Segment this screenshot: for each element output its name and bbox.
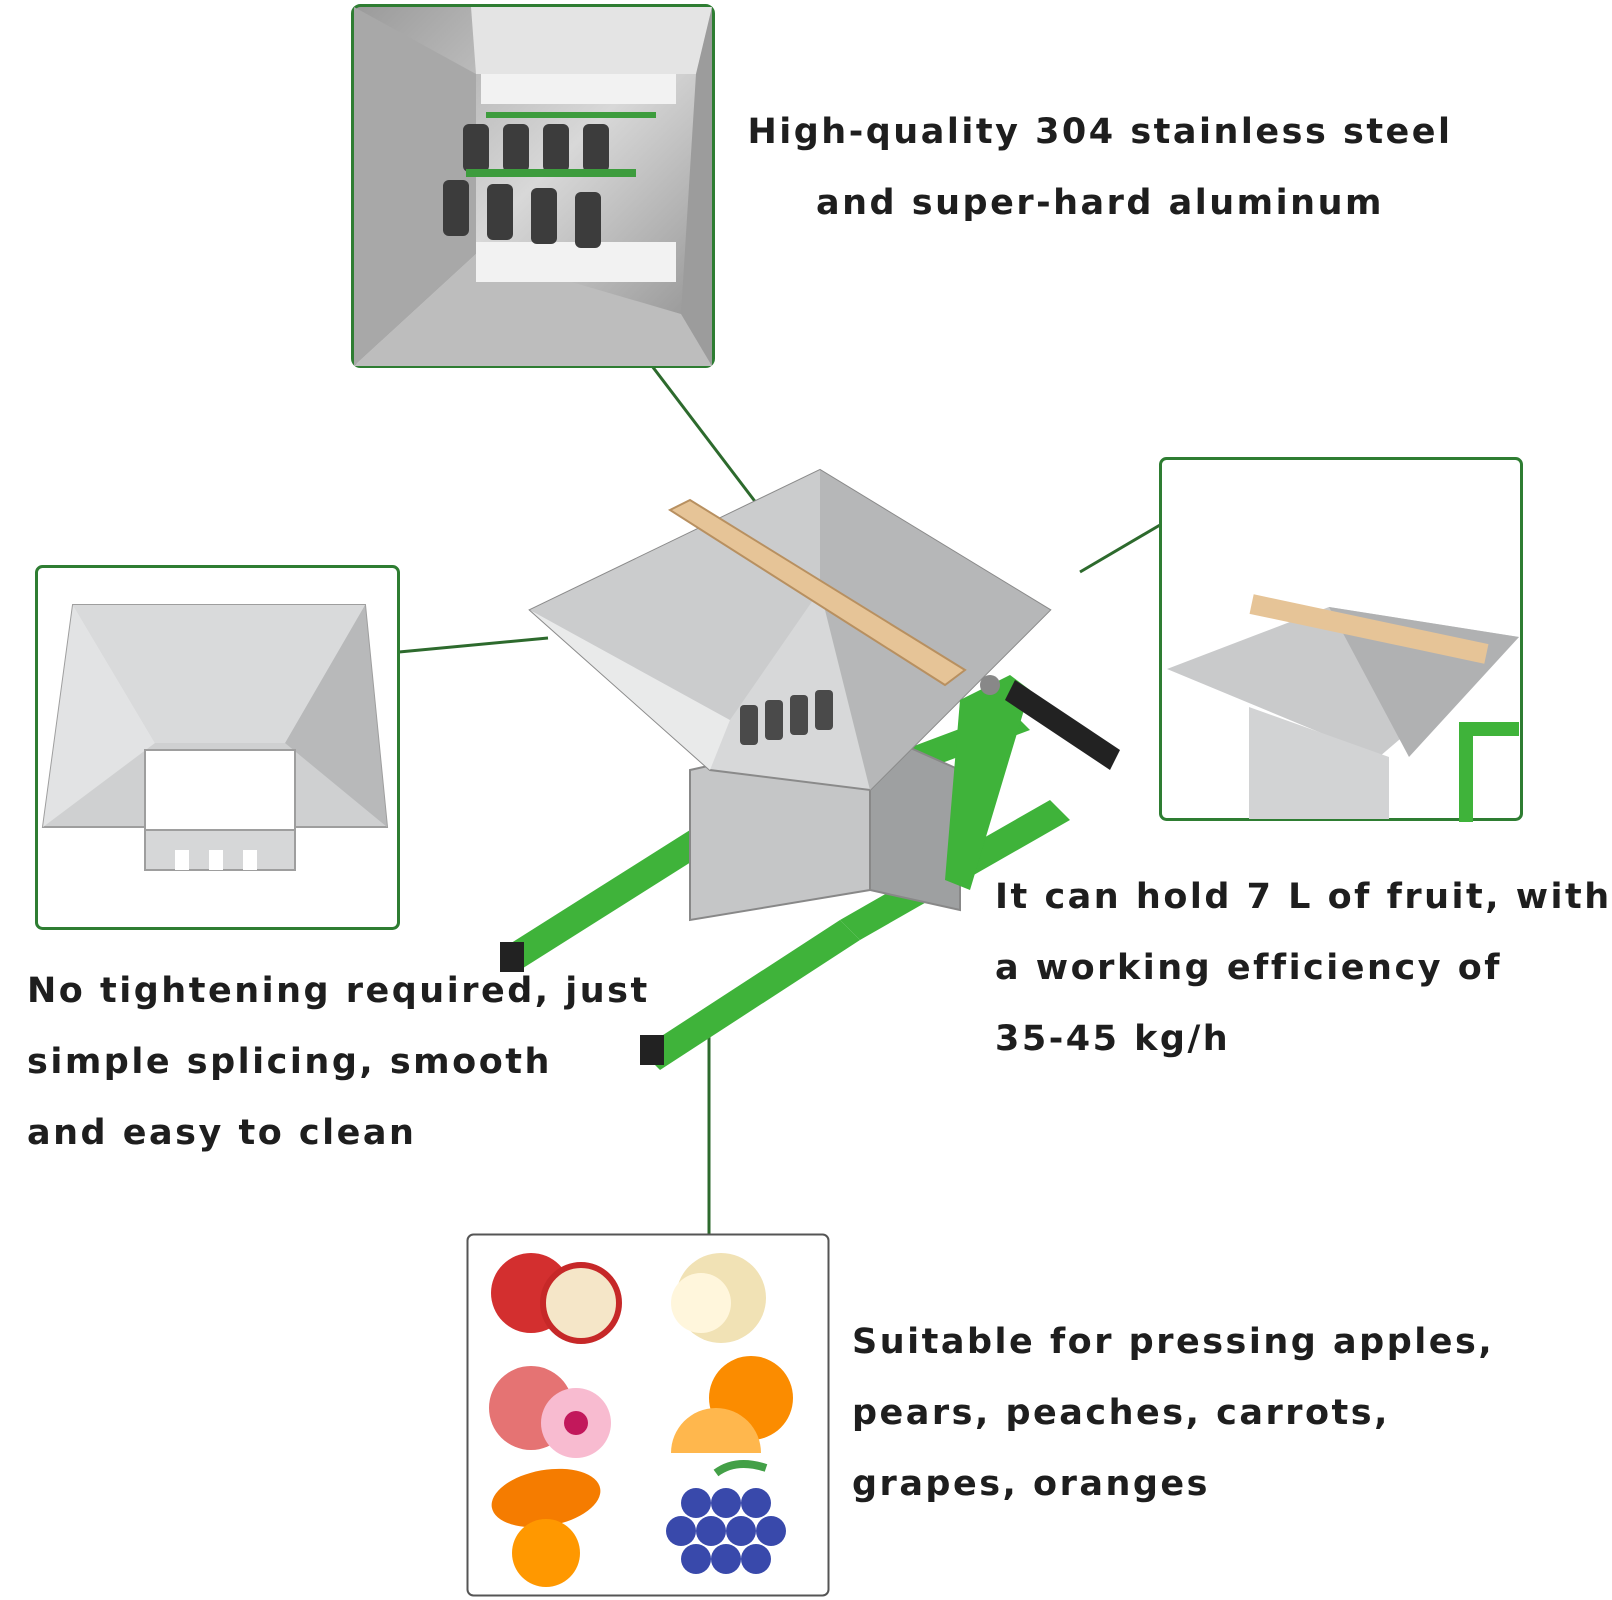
assembly-caption-line-3: and easy to clean xyxy=(27,1113,417,1153)
crusher-side-photo xyxy=(1159,457,1523,822)
material-caption-line-1: High-quality 304 stainless steel xyxy=(747,112,1453,152)
capacity-caption: It can hold 7 L of fruit, with a working… xyxy=(995,862,1612,1075)
fruits-caption-line-1: Suitable for pressing apples, xyxy=(852,1322,1495,1362)
fruits-caption-line-2: pears, peaches, carrots, xyxy=(852,1393,1390,1433)
fruit-crusher-product xyxy=(500,468,1120,1070)
capacity-caption-line-1: It can hold 7 L of fruit, with xyxy=(995,877,1612,917)
material-caption: High-quality 304 stainless steel and sup… xyxy=(700,97,1500,239)
capacity-caption-line-3: 35-45 kg/h xyxy=(995,1019,1231,1059)
assembly-caption: No tightening required, just simple spli… xyxy=(27,956,650,1169)
fruits-caption: Suitable for pressing apples, pears, pea… xyxy=(852,1307,1494,1520)
assembly-caption-line-2: simple splicing, smooth xyxy=(27,1042,552,1082)
fruits-caption-line-3: grapes, oranges xyxy=(852,1464,1211,1504)
assembly-caption-line-1: No tightening required, just xyxy=(27,971,650,1011)
crusher-rollers-photo xyxy=(351,4,715,368)
fruit-collage-photo xyxy=(466,1233,830,1597)
capacity-caption-line-2: a working efficiency of xyxy=(995,948,1502,988)
material-caption-line-2: and super-hard aluminum xyxy=(816,183,1384,223)
hopper-photo xyxy=(35,565,400,930)
